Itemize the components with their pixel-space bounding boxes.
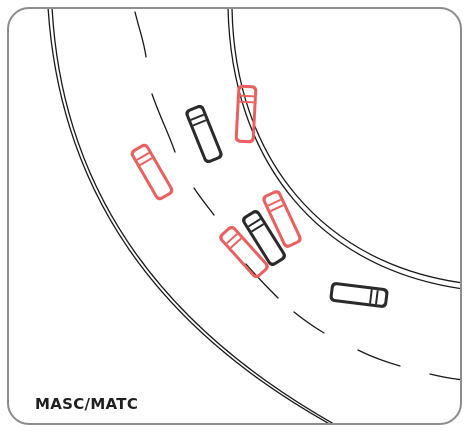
- vehicle-dark-middle: [242, 209, 286, 267]
- lane-divider: [134, 11, 460, 381]
- vehicle-dark-bottom: [329, 282, 389, 308]
- caption-label: MASC/MATC: [35, 395, 139, 413]
- road-inner-edge: [227, 9, 460, 290]
- road-scene: [47, 9, 460, 423]
- vehicle-red-middle-left: [219, 225, 269, 279]
- vehicle-dark-top: [185, 104, 223, 164]
- road-outer-edge: [47, 9, 334, 423]
- vehicle-red-top: [234, 84, 258, 144]
- vehicle-red-middle-right: [262, 190, 302, 248]
- vehicle-red-left: [130, 143, 174, 201]
- diagram-panel: MASC/MATC: [7, 7, 462, 425]
